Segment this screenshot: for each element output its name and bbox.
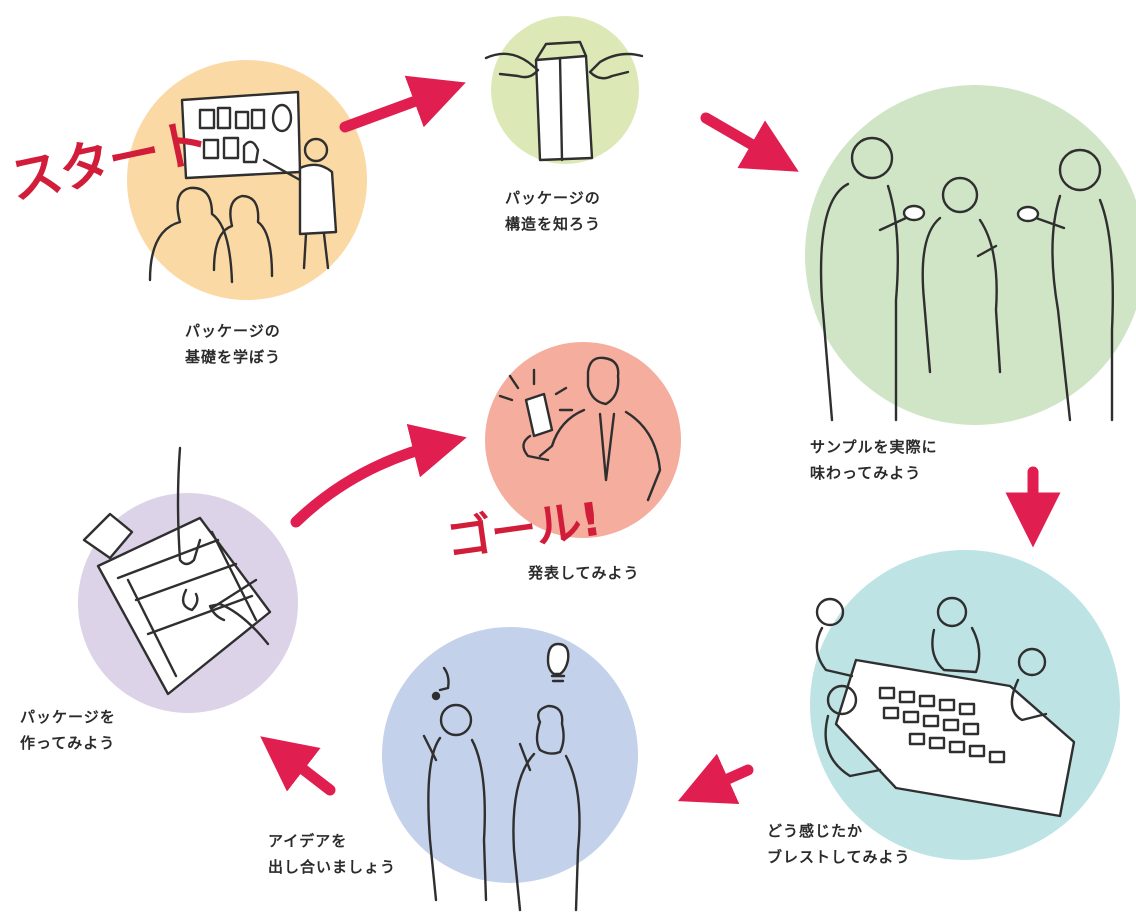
arrow-ideas-to-make — [260, 736, 336, 796]
caption-brainstorm-line2: ブレストしてみよう — [767, 848, 911, 866]
step-ideas-circle — [382, 627, 638, 883]
carton-box-illustration — [484, 40, 644, 162]
step-taste-circle — [805, 85, 1136, 425]
caption-structure-line1: パッケージの — [505, 189, 601, 207]
arrow-make-to-present — [290, 423, 467, 528]
idea-people-illustration — [422, 642, 581, 912]
step-present-circle — [485, 342, 681, 538]
caption-basics-line1: パッケージの — [185, 322, 281, 340]
arrow-basics-to-structure — [339, 75, 466, 133]
presenter-illustration — [148, 90, 338, 284]
presenting-package-illustration — [498, 356, 662, 502]
caption-present-line1: 発表してみよう — [527, 564, 640, 582]
caption-make-line1: パッケージを — [20, 708, 116, 726]
tasting-people-illustration — [819, 136, 1114, 422]
caption-structure-line2: 構造を知ろう — [505, 215, 601, 233]
caption-ideas-line1: アイデアを — [268, 832, 347, 850]
caption-basics-line2: 基礎を学ぼう — [184, 348, 281, 366]
brainstorm-table-illustration — [815, 596, 1076, 818]
caption-ideas-line2: 出し合いましょう — [268, 858, 396, 876]
arrow-structure-to-taste — [700, 112, 799, 172]
drawing-package-illustration — [82, 446, 272, 696]
arrow-brainstorm-to-ideas — [677, 753, 754, 804]
caption-taste-line2: 味わってみよう — [810, 464, 921, 482]
caption-brainstorm-line1: どう感じたか — [767, 822, 863, 840]
caption-make-line2: 作ってみよう — [20, 734, 115, 752]
caption-taste-line1: サンプルを実際に — [810, 438, 938, 456]
